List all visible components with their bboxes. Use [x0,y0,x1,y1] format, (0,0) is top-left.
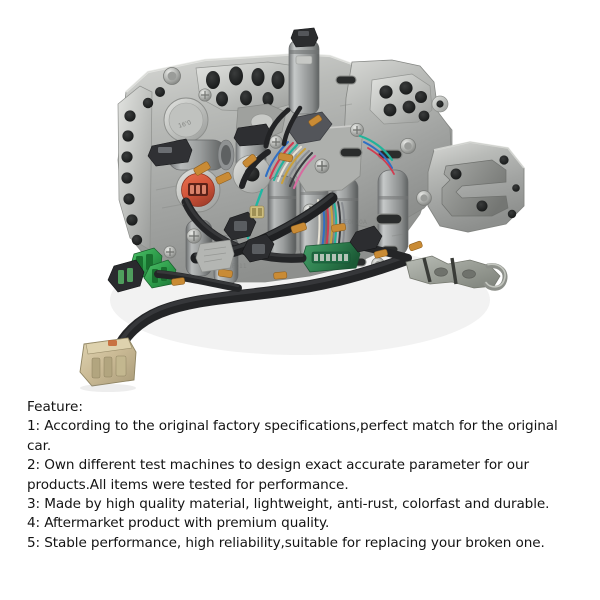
mounting-bracket-strip [405,255,508,291]
feature-item-2: 2: Own different test machines to design… [27,457,529,493]
right-port-cluster [379,81,430,122]
svg-text:RE0F10A: RE0F10A [340,219,368,226]
feature-heading: Feature: [27,399,83,415]
separator-shield-plate [287,111,363,193]
beige-main-connector [79,337,137,392]
gold-terminal-block [249,205,265,219]
feature-item-3: 3: Made by high quality material, lightw… [27,496,550,513]
feature-text-block: Feature: 1: According to the original fa… [0,392,600,600]
upper-port-cluster [206,66,285,107]
cable-tie-set [171,114,423,286]
valve-body-illustration: 16'0 [79,27,525,392]
green-pcb-connector [301,241,361,273]
casting-surface-marks: JF011 RE0F10A [155,103,405,270]
feature-item-4: 4: Aftermarket product with premium qual… [27,515,330,532]
id-plate [195,239,235,273]
feature-item-5: 5: Stable performance, high reliability,… [27,534,545,551]
green-sensor-connectors [107,247,177,293]
svg-text:JF011: JF011 [229,263,247,270]
svg-text:16'0: 16'0 [177,119,192,130]
product-image: 16'0 [79,27,525,392]
feature-item-1: 1: According to the original factory spe… [27,418,558,454]
solenoid-connector-cap [290,27,319,48]
ribbon-wire-bundle-upper [264,140,317,190]
inline-connectors [223,211,383,263]
